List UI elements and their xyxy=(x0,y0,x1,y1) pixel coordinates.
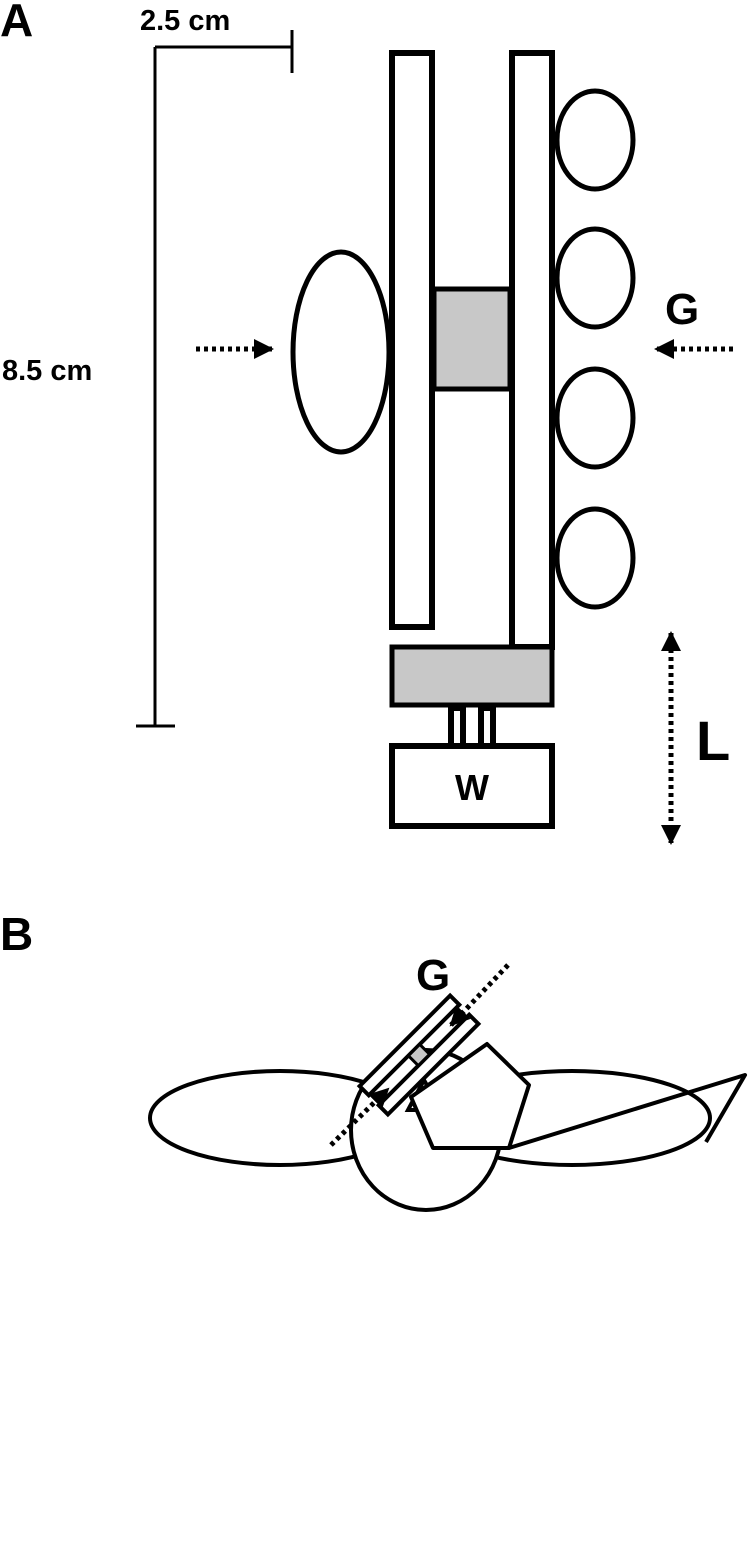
arm xyxy=(508,1073,747,1150)
panel-b: B G xyxy=(0,908,747,1212)
force-sensor xyxy=(431,286,513,392)
grip-apparatus: W xyxy=(389,50,555,829)
panel-a-label: A xyxy=(0,0,33,46)
weight-connector-right xyxy=(478,705,496,749)
index-finger-pad xyxy=(554,88,636,192)
apparatus-sensor xyxy=(406,1042,432,1068)
middle-finger-pad xyxy=(554,226,636,330)
grip-arrow-upper xyxy=(449,963,510,1027)
arm-line xyxy=(508,1073,747,1150)
force-arrows-b: G xyxy=(329,951,510,1147)
width-scale-label: 2.5 cm xyxy=(140,5,230,37)
weight-box xyxy=(389,743,555,829)
height-scale-label: 8.5 cm xyxy=(2,355,92,387)
ring-finger-pad xyxy=(554,366,636,470)
right-grip-plate xyxy=(509,50,555,650)
hand-digits xyxy=(290,88,636,610)
left-grip-plate xyxy=(389,50,435,630)
hand-with-apparatus xyxy=(356,992,531,1150)
apparatus-top-view xyxy=(356,992,482,1118)
panel-b-label: B xyxy=(0,908,33,960)
force-arrows-a: G L xyxy=(196,285,733,845)
grip-arrow-lower xyxy=(329,1087,390,1147)
grip-label-b: G xyxy=(416,951,450,1000)
little-finger-pad xyxy=(554,506,636,610)
hand-outline xyxy=(409,1042,531,1150)
grip-label-a: G xyxy=(665,285,699,334)
weight-label: W xyxy=(455,767,489,808)
thumb-pad xyxy=(290,249,392,455)
panel-a: A 2.5 cm 8.5 cm W xyxy=(0,0,733,845)
weight-connector-left xyxy=(448,705,466,749)
load-sensor xyxy=(389,644,555,708)
scale-bars: 2.5 cm 8.5 cm xyxy=(2,5,294,728)
load-label: L xyxy=(696,709,730,772)
